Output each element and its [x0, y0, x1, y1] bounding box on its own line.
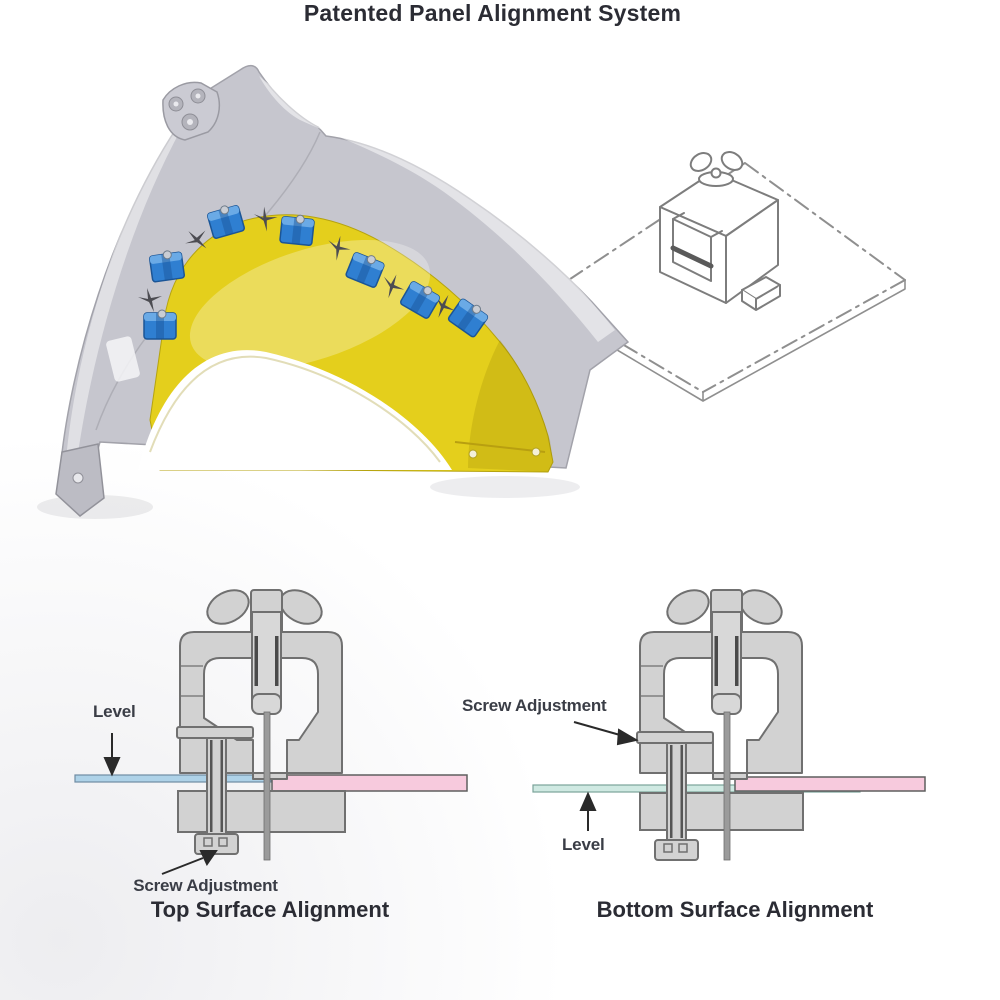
adjustment-screw [636, 731, 714, 861]
base-block [177, 790, 346, 833]
fender-sticker [106, 336, 140, 382]
diagram-bottom-surface-alignment [532, 582, 926, 861]
lip-clip-hole [468, 449, 478, 459]
blue-clamp [399, 281, 441, 319]
screw-adjustment-label-left: Screw Adjustment [133, 876, 278, 895]
liner-lip-fold [454, 441, 546, 453]
blue-clamp [279, 214, 315, 247]
callout-arrows [103, 733, 218, 875]
wheel-arch-opening [138, 350, 452, 470]
adjustment-screw [176, 726, 254, 855]
arrow-down-icon [103, 757, 121, 777]
blue-clamps [143, 205, 489, 340]
bracket-hole [72, 472, 84, 484]
lip-shadow [430, 476, 580, 498]
arrow-up-icon [579, 791, 597, 811]
panel-bar-pink [734, 776, 926, 792]
caption-top-surface-alignment: Top Surface Alignment [150, 897, 390, 922]
lip-clip-hole [531, 447, 541, 457]
sketch-clamp-body [659, 171, 781, 311]
sketch-wing-nut-icon [689, 151, 744, 187]
clamp-isometric-sketch [542, 151, 906, 402]
fender-mount-plate [162, 81, 220, 141]
panel-bar-pink [271, 774, 468, 792]
diagram-top-surface-alignment [74, 582, 468, 875]
liner-shade [468, 340, 553, 472]
arch-edge-line [149, 355, 441, 463]
level-bar-blue [74, 774, 272, 783]
fender-photo [37, 64, 630, 519]
fender-top-highlight [259, 76, 615, 342]
callout-arrows [573, 721, 639, 831]
blue-clamp [206, 205, 246, 239]
caption-bottom-surface-alignment: Bottom Surface Alignment [596, 897, 874, 922]
blue-clamp [148, 250, 186, 283]
level-label-right: Level [562, 835, 605, 854]
wing-screws [138, 206, 455, 318]
level-label-left: Level [93, 702, 136, 721]
base-block [639, 792, 804, 831]
blue-clamp [345, 252, 385, 288]
blue-clamp [143, 309, 177, 340]
page-title: Patented Panel Alignment System [303, 0, 682, 26]
screw-adjustment-label-right: Screw Adjustment [462, 696, 607, 715]
blue-clamp [447, 298, 489, 338]
arrow-down-right-icon [616, 728, 639, 746]
arrow-up-right-icon [199, 850, 218, 867]
fender-edge-highlight [66, 96, 198, 468]
